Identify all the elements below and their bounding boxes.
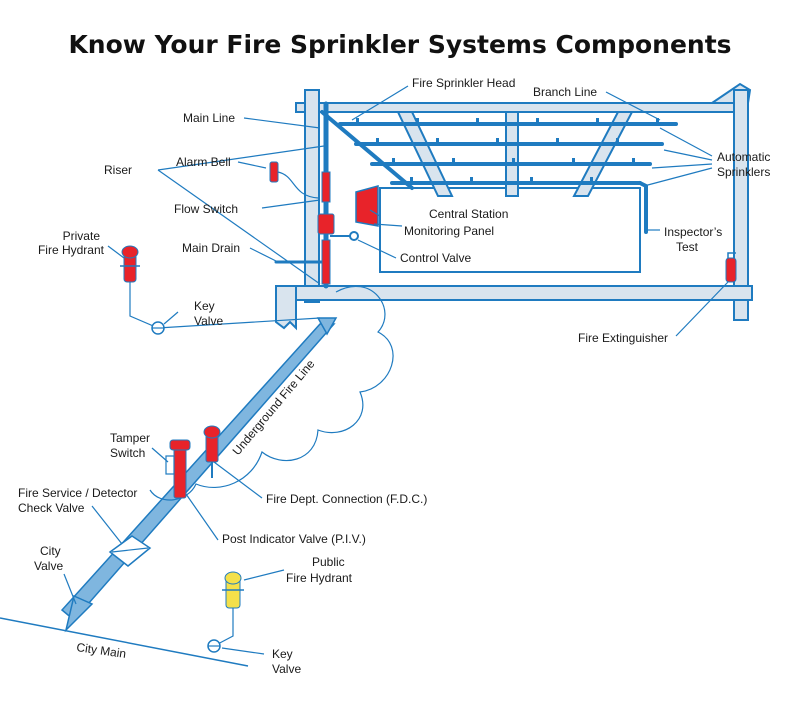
label-alarm-bell: Alarm Bell	[176, 155, 231, 169]
ground-outline	[149, 285, 394, 501]
label-control-valve: Control Valve	[400, 251, 471, 265]
sprinkler-piping	[274, 101, 678, 289]
label-check-valve-line1: Fire Service / Detector	[18, 486, 137, 500]
truss-left	[396, 111, 454, 197]
sprinkler-head-icon	[632, 158, 635, 164]
alarm-bell-icon	[269, 161, 279, 183]
city-valve-arrow-icon	[64, 594, 94, 633]
sprinkler-head-icon	[536, 118, 539, 124]
public-hydrant-pipe	[213, 608, 234, 647]
label-automatic-sprinklers-line2: Sprinklers	[717, 165, 770, 179]
sprinkler-head-icon	[356, 118, 359, 124]
label-private-fire-hydrant-line2: Fire Hydrant	[38, 243, 105, 257]
control-valve-wheel-icon	[349, 231, 359, 241]
label-post-indicator-valve: Post Indicator Valve (P.I.V.)	[222, 532, 366, 546]
sprinkler-head-icon	[476, 118, 479, 124]
fire-dept-connection-icon	[203, 425, 221, 478]
label-central-station-line1: Central Station	[429, 207, 508, 221]
riser-arrow-icon	[316, 317, 338, 336]
sprinkler-head-icon	[376, 138, 379, 144]
label-inspectors-test-line1: Inspector’s	[664, 225, 722, 239]
label-key-valve-lower-line2: Valve	[272, 662, 301, 676]
label-riser: Riser	[104, 163, 132, 177]
label-tamper-switch-line1: Tamper	[110, 431, 150, 445]
sprinkler-head-icon	[470, 177, 473, 183]
sprinkler-head-icon	[656, 118, 659, 124]
roof-beam	[295, 102, 749, 113]
private-fire-hydrant-icon	[120, 245, 140, 283]
label-city-valve-line1: City	[40, 544, 61, 558]
label-main-drain: Main Drain	[182, 241, 240, 255]
label-fire-dept-connection: Fire Dept. Connection (F.D.C.)	[266, 492, 427, 506]
label-tamper-switch-line2: Switch	[110, 446, 145, 460]
tamper-switch-icon	[165, 455, 175, 475]
sprinkler-head-icon	[512, 158, 515, 164]
leader-lines	[63, 85, 729, 655]
riser-devices	[269, 161, 379, 285]
label-automatic-sprinklers-line1: Automatic	[717, 150, 770, 164]
building-structure	[275, 82, 753, 331]
label-city-valve-line2: Valve	[34, 559, 63, 573]
label-flow-switch: Flow Switch	[174, 202, 238, 216]
sprinkler-head-icon	[616, 138, 619, 144]
label-private-fire-hydrant-line1: Private	[63, 229, 101, 243]
floor-slab-left	[275, 285, 297, 331]
label-key-valve-lower-line1: Key	[272, 647, 293, 661]
main-line-pipe	[320, 110, 414, 190]
label-fire-extinguisher: Fire Extinguisher	[578, 331, 668, 345]
monitoring-panel-icon	[355, 185, 379, 227]
label-branch-line: Branch Line	[533, 85, 597, 99]
label-public-fire-hydrant-line1: Public	[312, 555, 345, 569]
fire-extinguisher-icon	[725, 252, 737, 283]
label-central-station-line2: Monitoring Panel	[404, 224, 494, 238]
label-main-line: Main Line	[183, 111, 235, 125]
label-key-valve-upper-line1: Key	[194, 299, 215, 313]
key-valve-lower-icon	[207, 639, 221, 653]
left-column	[304, 89, 320, 303]
private-hydrant-pipe	[129, 282, 321, 329]
sprinkler-head-icon	[392, 158, 395, 164]
underground-fire-line	[60, 317, 338, 633]
right-column	[733, 89, 749, 321]
sprinkler-head-icon	[436, 138, 439, 144]
alarm-check-valve-icon	[317, 213, 335, 235]
interior-wall	[379, 187, 641, 273]
label-check-valve-line2: Check Valve	[18, 501, 85, 515]
sprinkler-heads	[356, 118, 659, 183]
label-fire-sprinkler-head: Fire Sprinkler Head	[412, 76, 515, 90]
label-public-fire-hydrant-line2: Fire Hydrant	[286, 571, 353, 585]
sprinkler-head-icon	[590, 177, 593, 183]
sprinkler-head-icon	[556, 138, 559, 144]
key-valve-upper-icon	[151, 321, 165, 335]
flow-switch-icon	[321, 171, 331, 203]
sprinkler-head-icon	[452, 158, 455, 164]
alarm-bell-wire	[277, 171, 319, 199]
sprinkler-head-icon	[596, 118, 599, 124]
truss-right	[572, 111, 634, 197]
label-inspectors-test-line2: Test	[676, 240, 699, 254]
sprinkler-head-icon	[496, 138, 499, 144]
truss-center	[505, 111, 519, 197]
sprinkler-head-icon	[530, 177, 533, 183]
post-indicator-valve-icon	[169, 439, 191, 499]
city-main-line	[0, 617, 249, 667]
public-fire-hydrant-icon	[222, 571, 244, 609]
sprinkler-head-icon	[572, 158, 575, 164]
sprinkler-head-icon	[410, 177, 413, 183]
check-valve-icon	[108, 535, 152, 567]
label-underground-fire-line: Underground Fire Line	[230, 357, 318, 458]
label-city-main: City Main	[76, 640, 127, 661]
sprinkler-head-icon	[416, 118, 419, 124]
floor-slab	[275, 285, 753, 301]
control-valve-body-icon	[321, 239, 331, 285]
label-key-valve-upper-line2: Valve	[194, 314, 223, 328]
page-title: Know Your Fire Sprinkler Systems Compone…	[68, 30, 731, 59]
